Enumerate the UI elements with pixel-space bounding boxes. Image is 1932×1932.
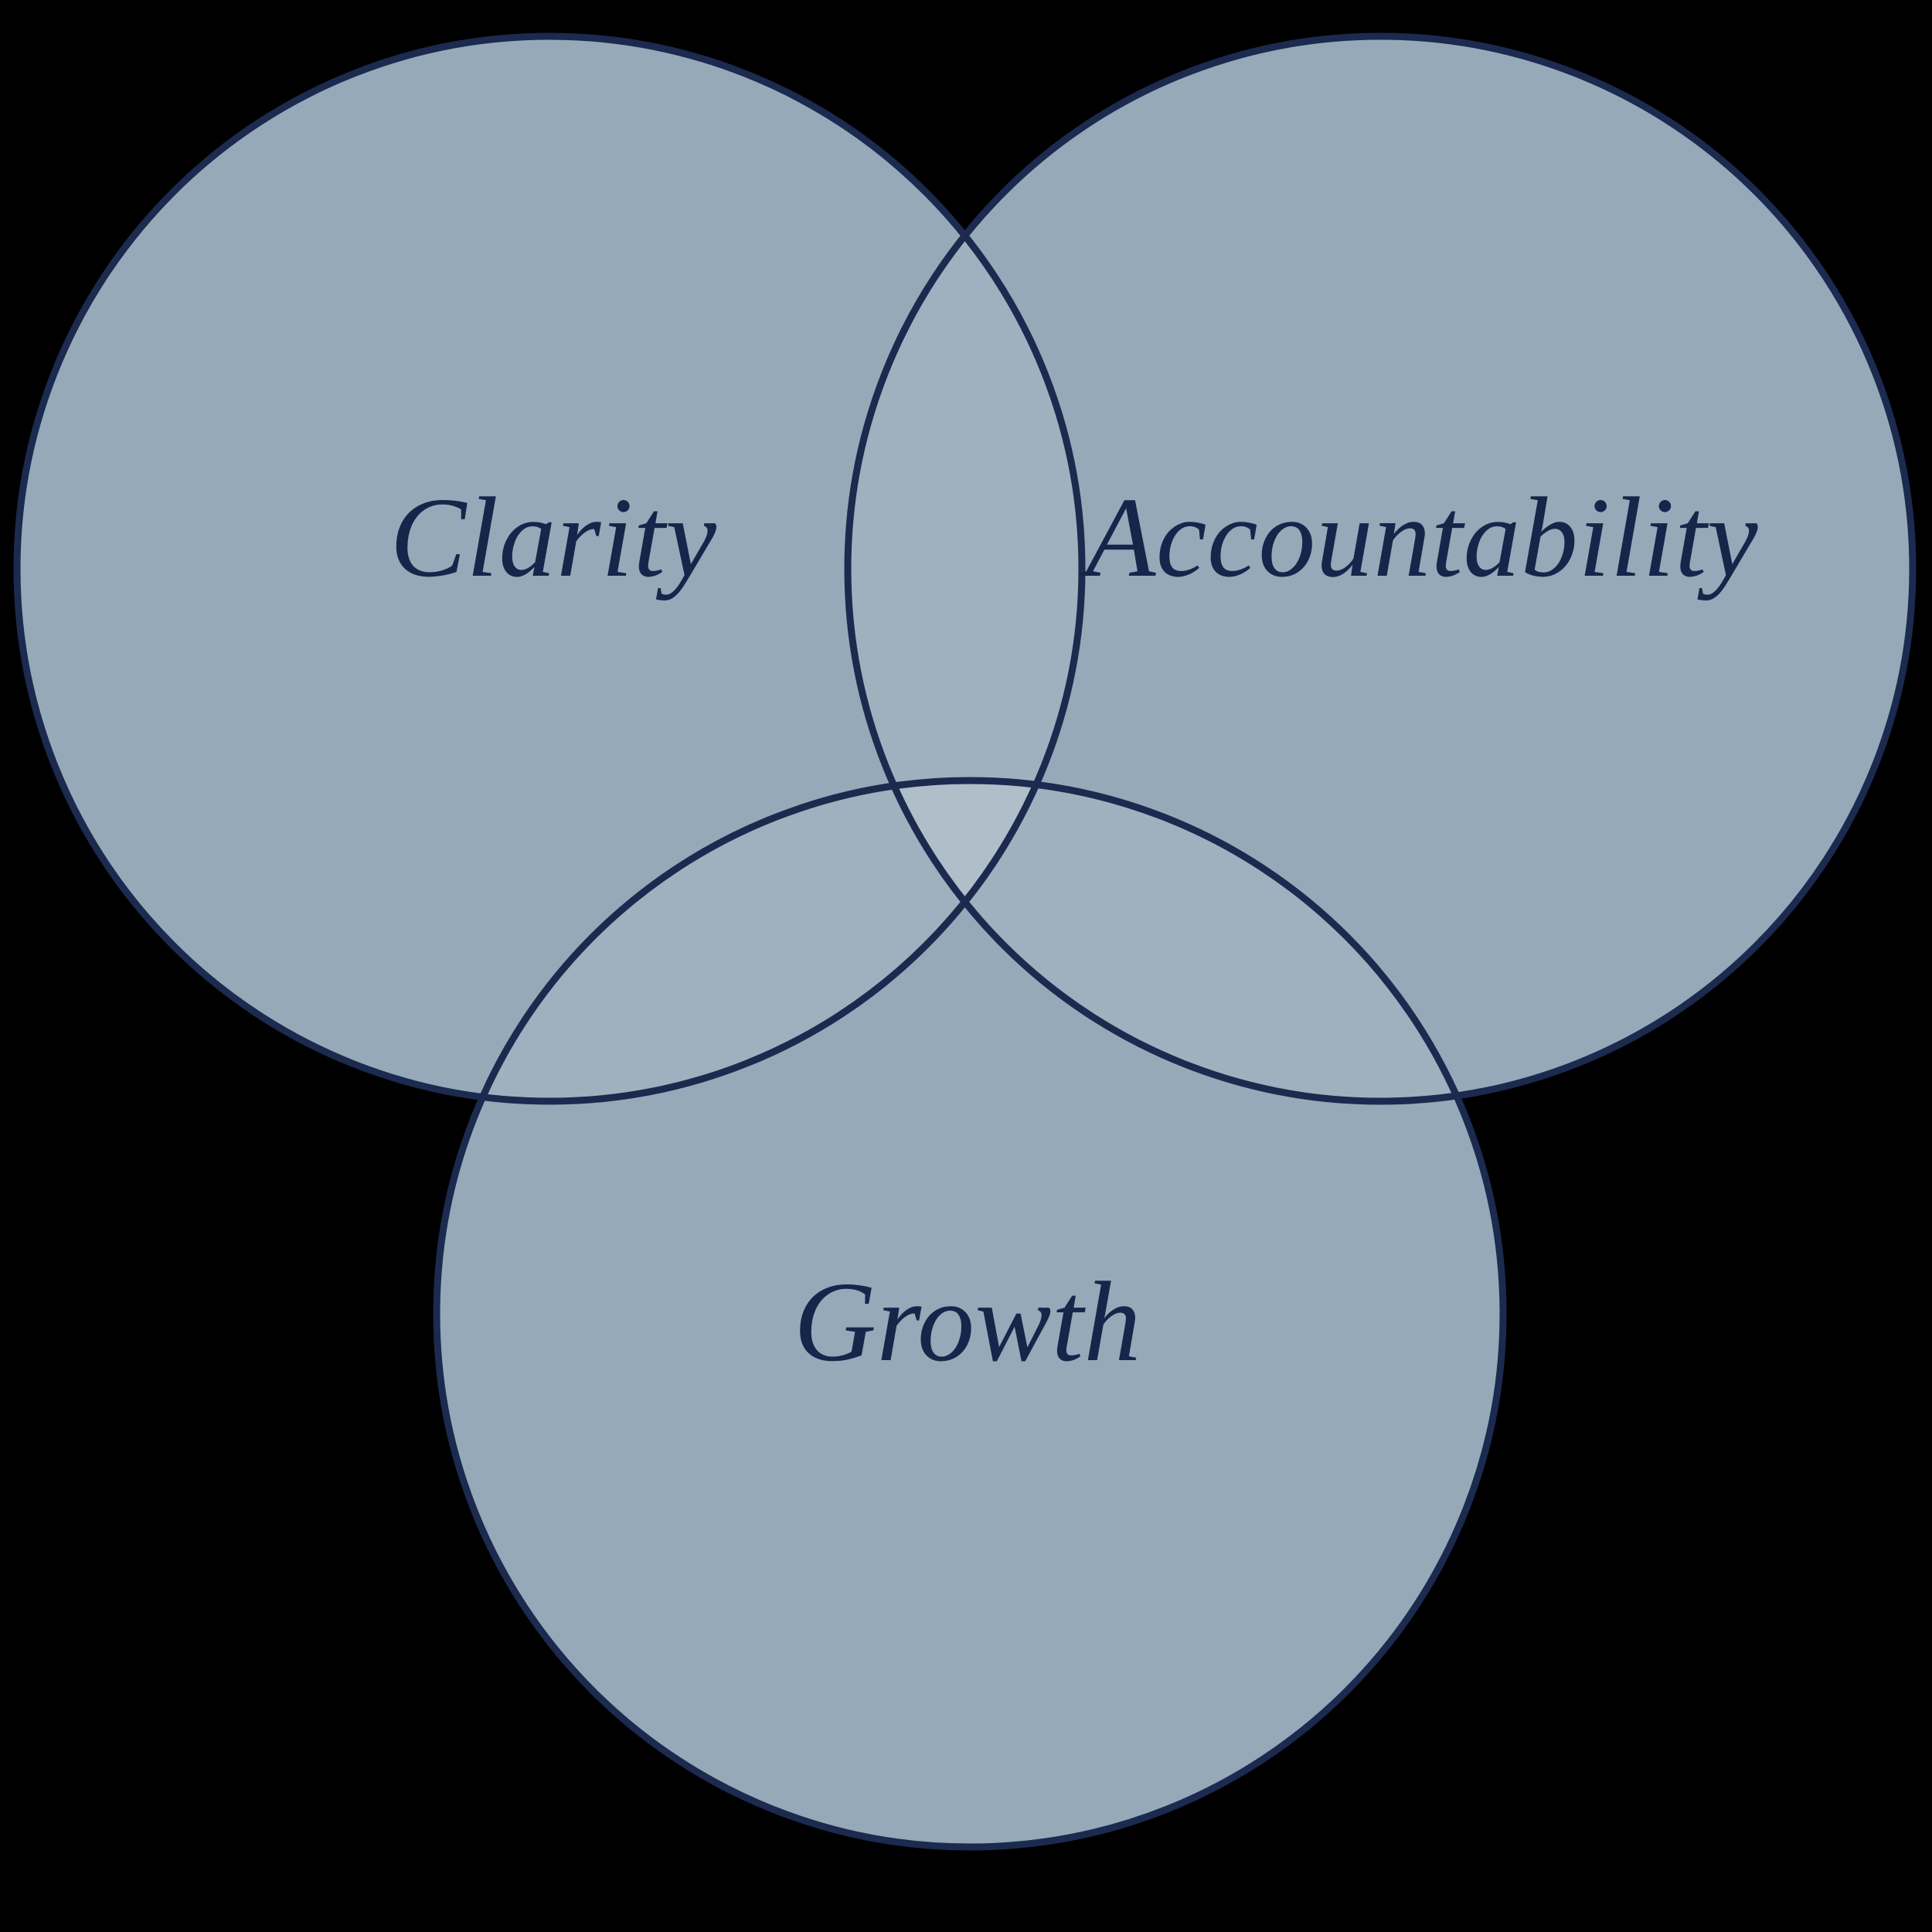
venn-circle-growth-outline[interactable] (433, 777, 1507, 1851)
venn-circle-growth-fill (437, 781, 1503, 1847)
venn-circle-accountability-outline[interactable] (844, 32, 1917, 1105)
venn-label-growth: Growth (794, 1259, 1141, 1386)
venn-set-fills (17, 36, 1913, 1847)
venn-labels: Clarity Accountability Growth (390, 474, 1758, 1386)
venn-circle-clarity-outline[interactable] (13, 32, 1086, 1105)
venn-label-clarity: Clarity (390, 474, 717, 601)
venn-set-outlines (13, 32, 1917, 1851)
venn-label-accountability: Accountability (1079, 474, 1758, 601)
